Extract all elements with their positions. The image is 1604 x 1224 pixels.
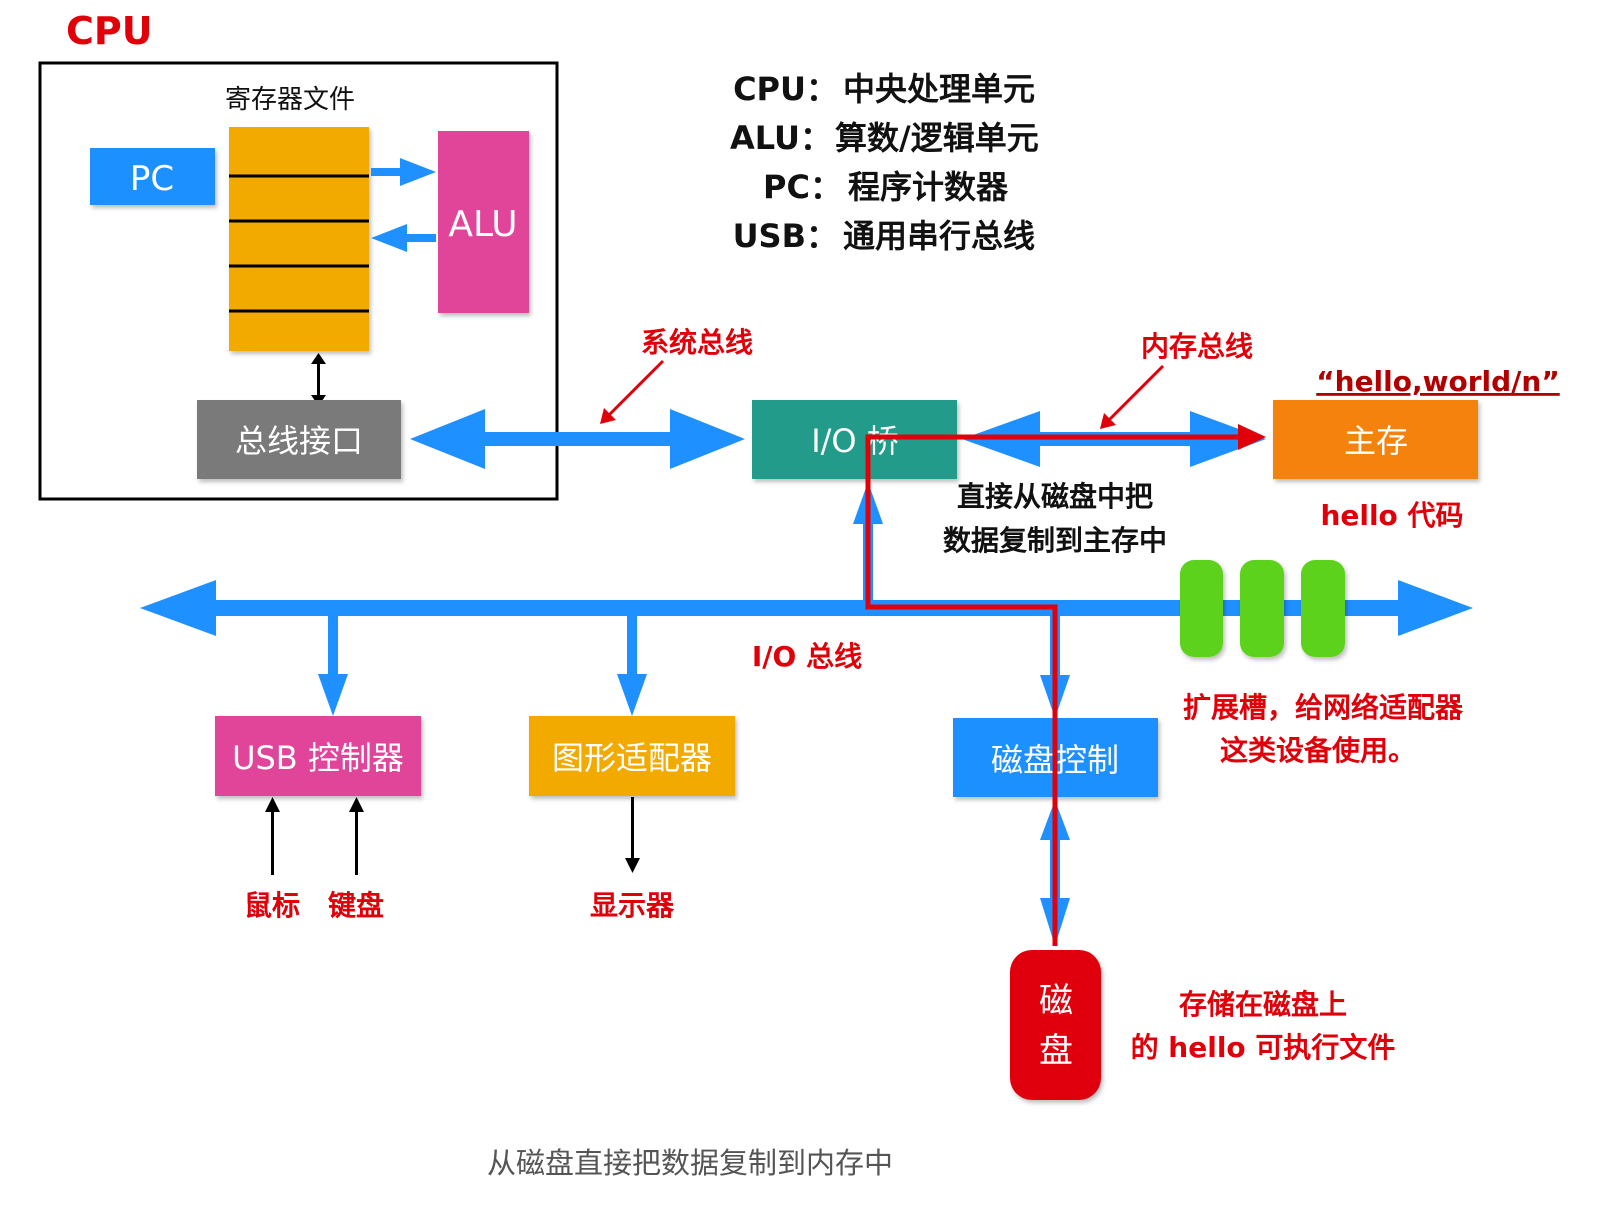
main-memory <box>1273 400 1478 479</box>
keyboard-arrow <box>349 797 364 875</box>
graphics-adapter <box>529 716 735 796</box>
legend-desc: 程序计数器 <box>848 168 1009 206</box>
caption: 从磁盘直接把数据复制到内存中 <box>487 1146 893 1180</box>
mouse-label: 鼠标 <box>244 889 300 922</box>
display-arrow <box>625 797 640 873</box>
hello-code-note: hello 代码 <box>1320 499 1463 532</box>
io-bus-arrow <box>140 580 1473 636</box>
pc-label: PC <box>130 159 174 199</box>
bus-interface <box>197 400 401 479</box>
display-label: 显示器 <box>590 889 675 922</box>
register-bus-interface-arrow <box>311 353 326 406</box>
legend-term: PC： <box>763 168 842 206</box>
system-bus-label: 系统总线 <box>641 326 753 359</box>
bus-interface-label: 总线接口 <box>235 422 363 460</box>
expansion-slot <box>1180 560 1223 657</box>
alu <box>438 131 529 313</box>
hello-world-string: “hello,world/n” <box>1316 365 1560 398</box>
register-to-alu-arrow <box>371 158 436 186</box>
graphics-drop-arrow <box>617 614 647 716</box>
legend-desc: 中央处理单元 <box>843 70 1035 108</box>
io-bridge-label: I/O 桥 <box>811 422 899 460</box>
legend: CPU： 中央处理单元 ALU： 算数/逻辑单元 PC： 程序计数器 USB： … <box>730 70 1039 255</box>
mouse-arrow <box>265 797 280 875</box>
legend-term: CPU： <box>733 70 838 108</box>
legend-term: ALU： <box>730 119 832 157</box>
expansion-note-line2: 这类设备使用。 <box>1220 734 1416 767</box>
expansion-slots <box>1180 560 1345 657</box>
pc-register <box>90 148 215 205</box>
dma-path-arrowhead <box>1238 424 1266 450</box>
disk-label-2: 盘 <box>1039 1031 1073 1071</box>
expansion-slot <box>1240 560 1284 657</box>
legend-desc: 算数/逻辑单元 <box>835 119 1039 157</box>
memory-bus-label: 内存总线 <box>1141 330 1253 363</box>
disk-label-1: 磁 <box>1039 981 1073 1021</box>
usb-controller-label: USB 控制器 <box>232 739 404 777</box>
dma-data-path <box>865 424 1266 946</box>
register-file <box>229 127 369 351</box>
disk-note-line1: 存储在磁盘上 <box>1179 988 1347 1021</box>
cpu-box <box>38 61 559 501</box>
main-memory-label: 主存 <box>1344 422 1408 460</box>
system-bus-pointer-arrow <box>600 359 665 424</box>
alu-to-register-arrow <box>371 224 436 252</box>
system-bus-arrow <box>410 409 745 469</box>
legend-term: USB： <box>733 217 838 255</box>
memory-bus-pointer-arrow <box>1100 364 1165 429</box>
usb-drop-arrow <box>318 614 348 716</box>
io-bus-label: I/O 总线 <box>752 640 862 673</box>
alu-label: ALU <box>448 204 517 245</box>
expansion-note-line1: 扩展槽，给网络适配器 <box>1183 691 1464 724</box>
register-file-label: 寄存器文件 <box>225 85 355 115</box>
graphics-adapter-label: 图形适配器 <box>552 739 712 777</box>
disk <box>1010 950 1101 1100</box>
dma-note-line1: 直接从磁盘中把 <box>957 480 1153 513</box>
keyboard-label: 键盘 <box>328 889 384 922</box>
legend-desc: 通用串行总线 <box>843 217 1035 255</box>
cpu-title: CPU <box>66 9 153 53</box>
expansion-slot <box>1301 560 1345 657</box>
usb-controller <box>215 716 421 796</box>
disk-note-line2: 的 hello 可执行文件 <box>1131 1031 1396 1064</box>
dma-note-line2: 数据复制到主存中 <box>943 524 1167 557</box>
